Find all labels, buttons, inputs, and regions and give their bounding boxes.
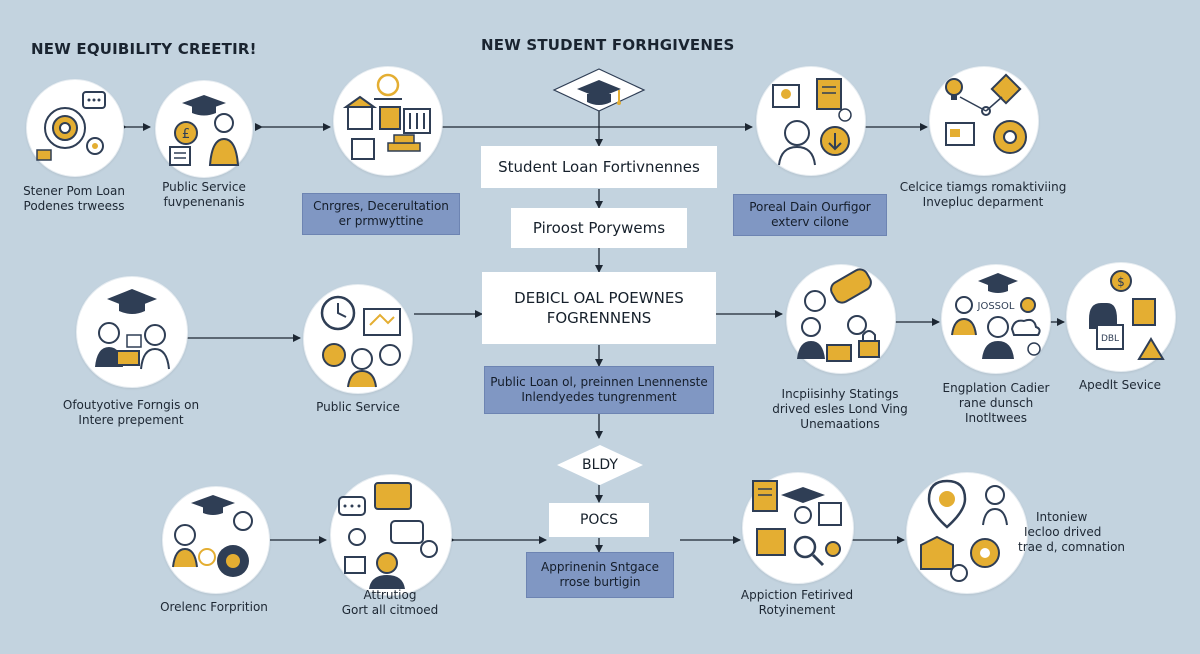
dbl-text: DBL bbox=[1101, 334, 1119, 344]
label-loan-puzzle-line2: Podenes trweess bbox=[23, 199, 125, 213]
blue-box-congress-line2: er prmwyttine bbox=[338, 214, 424, 228]
graduate-gear-icon bbox=[172, 495, 253, 577]
label-ofoutyotive: Ofoutyotive Forngis on Intere prepement bbox=[46, 398, 216, 428]
documents-person-icon bbox=[772, 78, 852, 166]
diagram-title-center: NEW STUDENT FORHGIVENES bbox=[481, 36, 735, 54]
label-department-line2: Invepluc deparment bbox=[922, 195, 1044, 209]
ssol-text: JOSSOL bbox=[977, 301, 1015, 312]
flow-box-piroost: Piroost Porywems bbox=[511, 208, 687, 248]
diagram-title-left: NEW EQUIBILITY CREETIR! bbox=[31, 40, 257, 58]
label-statings-line2: drived esles Lond Ving bbox=[772, 402, 908, 416]
label-apedlt-line1: Apedlt Sevice bbox=[1078, 378, 1162, 392]
node-loan-puzzle bbox=[26, 79, 124, 177]
label-intoniew-line1: Intoniew bbox=[1036, 510, 1088, 524]
node-forprition bbox=[162, 486, 270, 594]
label-public-service-2: Public Service bbox=[300, 400, 416, 415]
label-cadier: Engplation Cadier rane dunsch Inotltwees bbox=[920, 381, 1072, 426]
target-puzzle-icon bbox=[36, 91, 106, 161]
handshake-lock-icon bbox=[797, 268, 880, 362]
label-intoniew: Intoniew Iecloo drived trae d, comnation bbox=[1018, 510, 1134, 555]
flow-blue-public-loan-line1: Public Loan ol, preinnen Lnennenste bbox=[490, 375, 708, 389]
label-cadier-line2: rane dunsch bbox=[958, 396, 1034, 410]
flow-blue-public-loan: Public Loan ol, preinnen Lnennenste Inle… bbox=[484, 366, 714, 414]
diamond-shape bbox=[557, 445, 643, 485]
label-loan-puzzle: Stener Pom Loan Podenes trweess bbox=[20, 184, 128, 214]
map-pin-person-icon bbox=[920, 479, 1008, 582]
label-fetirived-line2: Rotyinement bbox=[758, 603, 836, 617]
label-cadier-line3: Inotltwees bbox=[964, 411, 1028, 425]
graduates-desk-icon bbox=[95, 289, 170, 370]
node-public-service-2 bbox=[303, 284, 413, 394]
lightbulb-gear-icon bbox=[945, 73, 1027, 154]
graduation-cap-diamond bbox=[551, 66, 647, 114]
flow-blue-apprinenin: Apprinenin Sntgace rrose burtigin bbox=[526, 552, 674, 598]
flow-blue-apprinenin-line2: rrose burtigin bbox=[559, 575, 641, 589]
label-intoniew-line3: trae d, comnation bbox=[1018, 540, 1126, 554]
label-forprition: Orelenc Forprition bbox=[150, 600, 278, 615]
pound-sign: £ bbox=[182, 127, 190, 142]
label-forprition-line1: Orelenc Forprition bbox=[160, 600, 268, 614]
node-ofoutyotive bbox=[76, 276, 188, 388]
label-loan-puzzle-line1: Stener Pom Loan bbox=[23, 184, 125, 198]
blue-box-portal: Poreal Dain Ourfigor exterv cilone bbox=[733, 194, 887, 236]
label-intoniew-line2: Iecloo drived bbox=[1024, 525, 1102, 539]
money-bag-document-icon: $ DBL bbox=[1089, 270, 1165, 360]
blue-box-portal-line2: exterv cilone bbox=[771, 215, 849, 229]
node-portal bbox=[756, 66, 866, 176]
label-ofoutyotive-line2: Intere prepement bbox=[78, 413, 184, 427]
flow-box-debicl: DEBICL OAL POEWNES FOGRENNENS bbox=[482, 272, 716, 344]
label-cadier-line1: Engplation Cadier bbox=[942, 381, 1050, 395]
flow-box-pocs-text: POCS bbox=[579, 512, 619, 528]
label-statings-line1: Incpiisinhy Statings bbox=[781, 387, 899, 401]
label-apedlt: Apedlt Sevice bbox=[1064, 378, 1176, 393]
label-fetirived: Appiction Fetirived Rotyinement bbox=[724, 588, 870, 618]
flow-box-pocs: POCS bbox=[549, 503, 649, 537]
flow-diamond-bldy-text: BLDY bbox=[582, 457, 618, 473]
speech-people-icon bbox=[338, 482, 438, 589]
node-statings bbox=[786, 264, 896, 374]
flow-diamond-bldy: BLDY bbox=[556, 444, 644, 486]
graduation-cap-icon bbox=[552, 68, 646, 112]
flow-box-debicl-line2: FOGRENNENS bbox=[546, 309, 652, 327]
label-department: Celcice tiamgs romaktiviing Invepluc dep… bbox=[893, 180, 1073, 210]
flow-box-piroost-text: Piroost Porywems bbox=[532, 219, 666, 237]
documents-magnifier-icon bbox=[752, 480, 842, 567]
flow-box-student-loan-text: Student Loan Fortivnennes bbox=[498, 158, 700, 176]
graduate-coin-icon: £ bbox=[169, 95, 240, 166]
label-fetirived-line1: Appiction Fetirived bbox=[740, 588, 854, 602]
flow-blue-public-loan-line2: Inlendyedes tungrenment bbox=[521, 390, 677, 404]
node-intoniew bbox=[906, 472, 1028, 594]
label-attrutiog: Attrutiog Gort all citmoed bbox=[320, 588, 460, 618]
blue-box-portal-line1: Poreal Dain Ourfigor bbox=[749, 200, 871, 214]
label-statings: Incpiisinhy Statings drived esles Lond V… bbox=[748, 387, 932, 432]
node-department bbox=[929, 66, 1039, 176]
node-apedlt: $ DBL bbox=[1066, 262, 1176, 372]
label-ofoutyotive-line1: Ofoutyotive Forngis on bbox=[62, 398, 200, 412]
label-department-line1: Celcice tiamgs romaktiviing bbox=[899, 180, 1067, 194]
node-public-service-1: £ bbox=[155, 80, 253, 178]
label-public-service-1-line2: fuvpenenanis bbox=[163, 195, 245, 209]
graduates-cloud-icon: JOSSOL bbox=[951, 273, 1041, 359]
blue-box-congress-line1: Cnrgres, Decerultation bbox=[313, 199, 449, 213]
flow-box-debicl-line1: DEBICL OAL POEWNES bbox=[514, 289, 684, 307]
label-attrutiog-line1: Attrutiog bbox=[363, 588, 417, 602]
node-attrutiog bbox=[330, 474, 452, 596]
clock-people-icon bbox=[320, 295, 401, 388]
node-fetirived bbox=[742, 472, 854, 584]
flow-box-student-loan: Student Loan Fortivnennes bbox=[481, 146, 717, 188]
building-person-icon bbox=[342, 73, 431, 160]
blue-box-congress: Cnrgres, Decerultation er prmwyttine bbox=[302, 193, 460, 235]
flow-blue-apprinenin-line1: Apprinenin Sntgace bbox=[541, 560, 659, 574]
node-cadier: JOSSOL bbox=[941, 264, 1051, 374]
dollar-sign: $ bbox=[1117, 275, 1125, 289]
node-congress bbox=[333, 66, 443, 176]
label-statings-line3: Unemaations bbox=[800, 417, 880, 431]
label-attrutiog-line2: Gort all citmoed bbox=[341, 603, 439, 617]
label-public-service-1-line1: Public Service bbox=[162, 180, 246, 194]
label-public-service-1: Public Service fuvpenenanis bbox=[150, 180, 258, 210]
label-public-service-2-line1: Public Service bbox=[316, 400, 400, 414]
